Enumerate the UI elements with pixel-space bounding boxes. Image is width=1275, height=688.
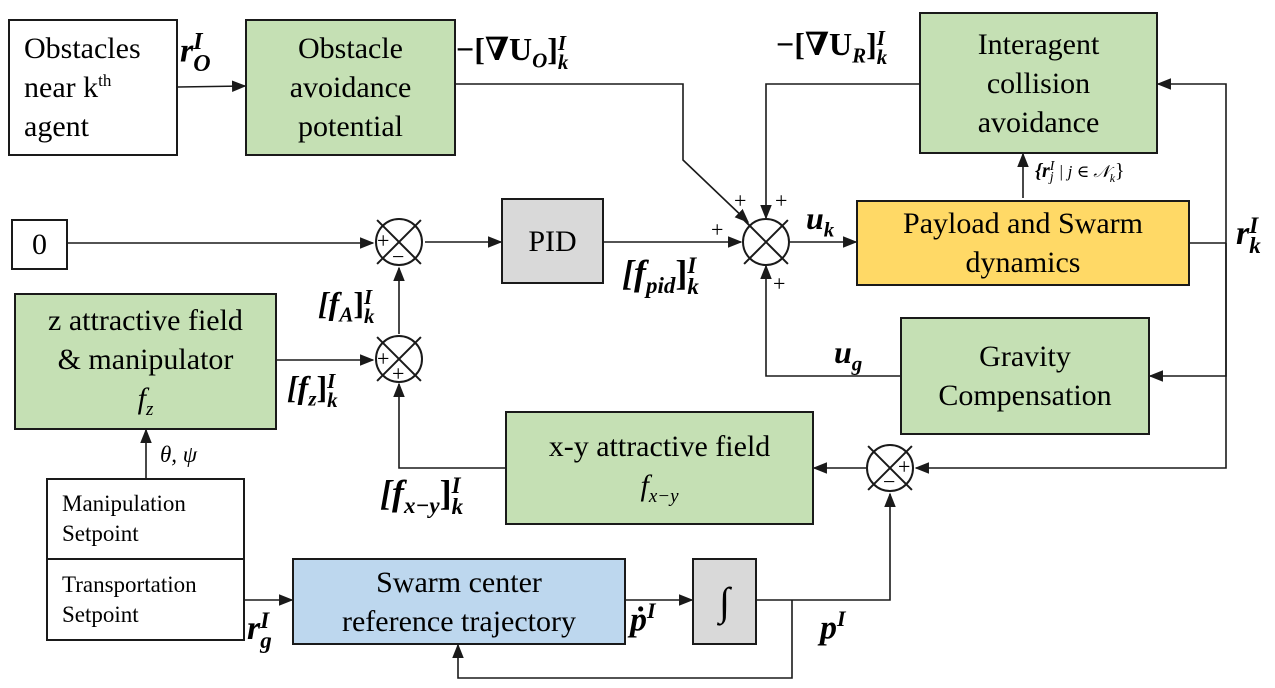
- swarm-line1: Swarm center: [376, 565, 542, 599]
- label-theta-psi: θ, ψ: [160, 442, 198, 467]
- sum-junction-position: [866, 444, 914, 492]
- wire-int-loop-back: [452, 600, 793, 679]
- sign-force-plus-bottom: +: [392, 361, 405, 386]
- obstacle-avoidance-block: Obstacle avoidance potential: [245, 19, 456, 156]
- sign-main-plus-left: +: [711, 217, 724, 242]
- wire-feedback-to-sum: [914, 243, 1227, 474]
- interagent-block: Interagent collision avoidance: [919, 12, 1158, 154]
- zero-input-block: 0: [11, 219, 68, 270]
- swarm-center-trajectory-block: Swarm center reference trajectory: [292, 558, 626, 645]
- pid-label: PID: [528, 224, 577, 258]
- sum-junction-error: [375, 218, 423, 266]
- wire-feedback-to-interagent: [1156, 78, 1227, 243]
- manipulation-setpoint-block: Manipulation Setpoint: [46, 478, 245, 560]
- wire-obstacles-to-avoidance: [177, 80, 247, 92]
- swarm-line2: reference trajectory: [342, 604, 576, 638]
- payload-dynamics-block: Payload and Swarm dynamics: [856, 200, 1190, 286]
- gravity-line2: Compensation: [938, 379, 1112, 412]
- obstacle-avoidance-line2: avoidance: [289, 71, 412, 104]
- sum-junction-force: [375, 335, 423, 383]
- obstacle-avoidance-line3: potential: [298, 110, 403, 143]
- sign-main-plus-top-left: +: [734, 188, 747, 213]
- obstacles-line3: agent: [24, 110, 89, 143]
- obstacles-line1: Obstacles: [24, 32, 141, 65]
- gravity-line1: Gravity: [979, 340, 1071, 373]
- obstacles-th: th: [98, 71, 112, 90]
- sign-main-plus-top-right: +: [775, 188, 788, 213]
- sign-error-minus: −: [392, 244, 405, 269]
- interagent-line2: collision: [986, 66, 1091, 100]
- obstacles-line2: near kth: [24, 71, 112, 104]
- pid-block: PID: [501, 198, 604, 284]
- zero-label: 0: [32, 228, 47, 261]
- sign-force-plus-left: +: [377, 346, 390, 371]
- sign-position-plus: +: [898, 454, 911, 479]
- interagent-line1: Interagent: [977, 27, 1100, 61]
- transportation-line1: Transportation: [62, 571, 197, 597]
- label-u-g: ug: [834, 334, 863, 376]
- xy-field-line1: x-y attractive field: [548, 429, 771, 463]
- obstacle-avoidance-line1: Obstacle: [298, 32, 403, 65]
- wire-interagent-to-sum: [760, 83, 919, 220]
- z-field-func: fz: [137, 381, 154, 420]
- sign-main-plus-bottom: +: [773, 271, 786, 296]
- obstacles-block: Obstacles near kth agent: [8, 19, 178, 156]
- sign-position-minus: −: [883, 469, 896, 494]
- interagent-line3: avoidance: [977, 105, 1100, 139]
- transportation-line2: Setpoint: [62, 601, 139, 627]
- xy-attractive-field-block: x-y attractive field fx−y: [505, 411, 814, 525]
- z-attractive-field-block: z attractive field & manipulator fz: [14, 293, 277, 430]
- manipulation-line2: Setpoint: [62, 521, 139, 546]
- payload-line2: dynamics: [965, 246, 1081, 279]
- sum-junction-main: [742, 218, 790, 266]
- wire-int-to-diff: [757, 492, 896, 601]
- manipulation-line1: Manipulation: [62, 491, 186, 517]
- wire-avoidance-to-sum: [456, 83, 750, 223]
- z-field-line2: & manipulator: [57, 342, 234, 376]
- integrator-icon: ∫: [719, 578, 730, 624]
- label-p-dot: ṗI: [630, 598, 656, 639]
- z-field-line1: z attractive field: [48, 303, 243, 337]
- wire-gravity-to-sum: [760, 264, 900, 377]
- sign-error-plus: +: [377, 228, 390, 253]
- integrator-block: ∫: [692, 558, 757, 645]
- payload-line1: Payload and Swarm: [903, 207, 1143, 240]
- gravity-compensation-block: Gravity Compensation: [900, 317, 1150, 435]
- transportation-setpoint-block: Transportation Setpoint: [46, 558, 245, 641]
- xy-field-func: fx−y: [640, 468, 679, 507]
- wire-xy-to-sum: [393, 382, 505, 469]
- label-u-k: uk: [806, 200, 835, 242]
- label-p: pI: [820, 606, 846, 647]
